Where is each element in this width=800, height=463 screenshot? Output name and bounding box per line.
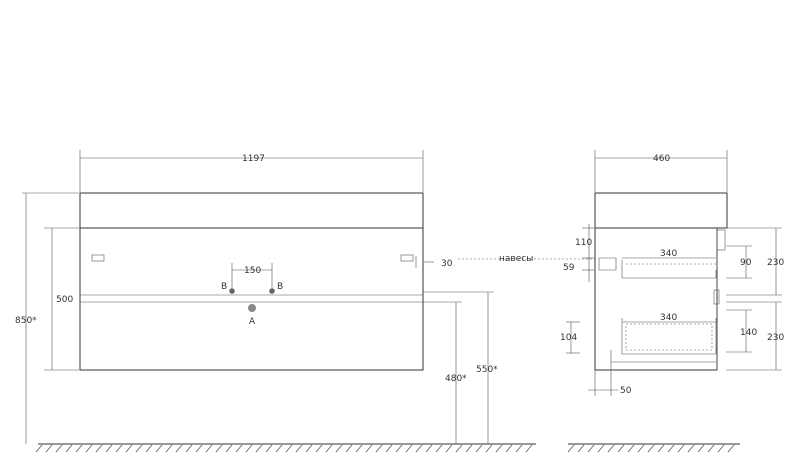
floor-right — [567, 443, 740, 453]
label-b-left: B — [221, 282, 227, 292]
mount-label: навесы — [499, 254, 533, 264]
dim-340-bottom: 340 — [660, 313, 677, 323]
side-cabinet — [594, 227, 718, 371]
front-view: B B A 150 1197 850* 500 30 навесы 480* — [15, 150, 598, 444]
dim-offset-30: 30 — [441, 259, 453, 269]
dim-230-bottom: 230 — [767, 333, 784, 343]
dim-230-top: 230 — [767, 258, 784, 268]
dim-total-height: 850* — [15, 316, 37, 326]
hanger-side — [598, 257, 617, 271]
dim-hole-spacing: 150 — [244, 266, 261, 276]
dim-340-top: 340 — [660, 249, 677, 259]
dim-depth: 460 — [653, 154, 670, 164]
dim-width: 1197 — [242, 154, 265, 164]
dim-110: 110 — [575, 238, 592, 248]
hanger-left — [91, 254, 105, 262]
dim-height-480: 480* — [445, 374, 467, 384]
floor-left — [35, 443, 536, 453]
front-countertop — [79, 192, 424, 229]
front-cabinet — [79, 227, 424, 371]
dim-50: 50 — [620, 386, 632, 396]
dim-body-height: 500 — [56, 295, 73, 305]
label-a: A — [249, 317, 256, 327]
dim-104: 104 — [560, 333, 577, 343]
point-b-right — [269, 288, 275, 294]
side-countertop — [594, 192, 728, 229]
dim-height-550: 550* — [476, 365, 498, 375]
dim-90: 90 — [740, 258, 752, 268]
label-b-right: B — [277, 282, 283, 292]
dim-59: 59 — [563, 263, 575, 273]
upper-drawer — [621, 260, 717, 279]
point-a — [248, 304, 256, 312]
dim-140: 140 — [740, 328, 757, 338]
hanger-right — [400, 254, 414, 262]
point-b-left — [229, 288, 235, 294]
side-view: 460 110 59 340 90 230 340 140 — [560, 150, 784, 396]
lower-drawer — [621, 318, 717, 355]
